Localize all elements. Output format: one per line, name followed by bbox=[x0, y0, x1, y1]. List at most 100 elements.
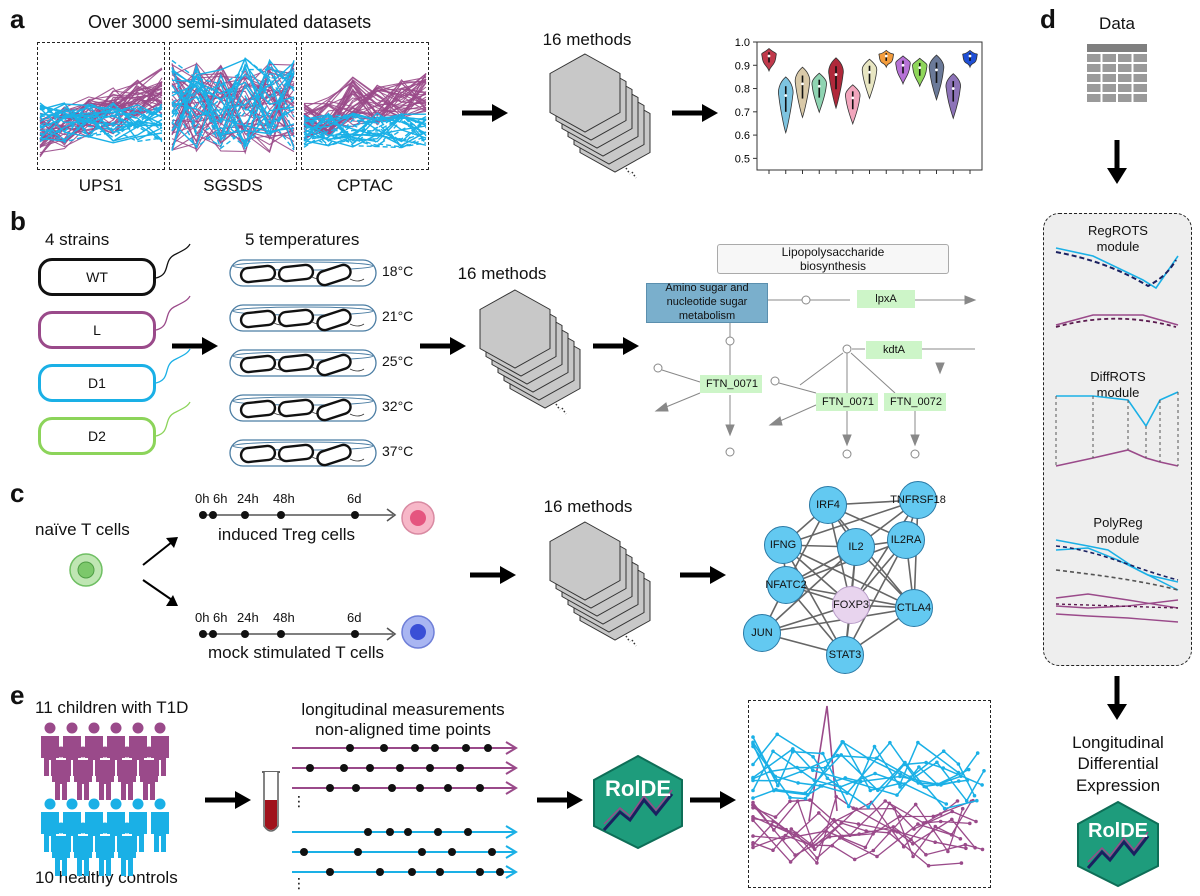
timepoint-dot bbox=[426, 764, 434, 772]
profile-point bbox=[821, 751, 825, 756]
profile-line bbox=[303, 80, 427, 116]
timepoint-dot bbox=[416, 784, 424, 792]
strains-label: 4 strains bbox=[45, 230, 110, 249]
gene-ftn-0071-b: FTN_0071 bbox=[816, 393, 878, 411]
profile-point bbox=[897, 814, 902, 819]
timepoint-dot bbox=[277, 511, 285, 519]
profile-point bbox=[965, 778, 970, 782]
table-cell bbox=[1087, 54, 1101, 62]
measurements-label-2: non-aligned time points bbox=[315, 720, 491, 739]
timepoint-dot bbox=[434, 828, 442, 836]
arrow-icon bbox=[205, 791, 251, 809]
profile-point bbox=[810, 843, 814, 847]
profile-point bbox=[938, 812, 943, 816]
profile-line bbox=[303, 82, 427, 141]
measurements-label-1: longitudinal measurements bbox=[301, 700, 505, 719]
violin-median bbox=[935, 68, 938, 72]
person-head bbox=[55, 822, 67, 834]
profile-line bbox=[171, 61, 295, 118]
timeline-arrowhead bbox=[386, 508, 397, 522]
modules-container bbox=[1043, 213, 1192, 666]
panel-letter-a: a bbox=[10, 4, 25, 34]
profile-line bbox=[39, 91, 163, 143]
rolde-logo-text: RolDE bbox=[605, 776, 671, 801]
bacterium bbox=[239, 309, 277, 329]
profile-point bbox=[959, 861, 964, 865]
timepoint-dot bbox=[241, 630, 249, 638]
profile-point bbox=[975, 751, 980, 755]
profile-line bbox=[171, 58, 295, 149]
profile-point bbox=[812, 847, 817, 851]
bacterium bbox=[316, 308, 352, 332]
ellipsis-mark bbox=[625, 635, 637, 647]
profile-point bbox=[825, 776, 830, 781]
profile-line bbox=[171, 96, 295, 135]
timepoint-dot bbox=[396, 764, 404, 772]
profile-line bbox=[303, 112, 427, 147]
module-diffrots-label: DiffROTS module bbox=[1090, 369, 1146, 400]
profile-line bbox=[171, 79, 295, 132]
profile-point bbox=[911, 854, 915, 859]
mock-cell-icon bbox=[401, 615, 435, 649]
arrow-icon bbox=[537, 791, 583, 809]
violin-median bbox=[884, 54, 888, 58]
data-table-icon bbox=[1087, 44, 1147, 102]
purple-profile bbox=[752, 800, 974, 838]
violin-median bbox=[918, 66, 922, 69]
profile-point bbox=[818, 784, 822, 788]
timeline-arrowhead bbox=[505, 741, 518, 755]
timepoint-dot bbox=[354, 848, 362, 856]
network-node-il2: IL2 bbox=[837, 528, 875, 566]
person-icon bbox=[151, 798, 169, 852]
panel-a-methods-label: 16 methods bbox=[542, 30, 632, 49]
timepoint-dot bbox=[388, 784, 396, 792]
profile-line bbox=[303, 115, 427, 148]
profile-point bbox=[873, 771, 877, 776]
strain-l: L bbox=[38, 311, 156, 349]
profile-point bbox=[789, 827, 794, 831]
timepoint-label: 6h bbox=[213, 610, 228, 625]
ellipsis-mark: ⋮ bbox=[292, 875, 306, 891]
strain-d1: D1 bbox=[38, 364, 156, 402]
timepoint-dot bbox=[366, 764, 374, 772]
bacterium-flagellum bbox=[349, 323, 365, 327]
profile-line bbox=[303, 112, 427, 129]
data-label: Data bbox=[1099, 14, 1135, 33]
profile-line bbox=[39, 102, 163, 144]
person-head bbox=[99, 822, 111, 834]
timepoint-dot bbox=[488, 848, 496, 856]
profile-point bbox=[771, 819, 775, 824]
timepoint-dot bbox=[351, 511, 359, 519]
table-cell bbox=[1118, 54, 1132, 62]
strain-name: D1 bbox=[88, 375, 106, 391]
arrow-icon bbox=[462, 104, 508, 122]
table-cell bbox=[1133, 94, 1147, 102]
profile-line bbox=[171, 71, 295, 119]
network-node-label: JUN bbox=[751, 627, 773, 639]
table-cell bbox=[1118, 74, 1132, 82]
person-body bbox=[151, 812, 169, 852]
profile-point bbox=[775, 732, 779, 737]
rolde-hexagon-icon bbox=[1077, 800, 1159, 888]
profile-point bbox=[845, 791, 849, 795]
profile-line bbox=[39, 107, 163, 136]
timepoint-label: 24h bbox=[237, 491, 259, 506]
profile-point bbox=[811, 755, 815, 759]
person-body bbox=[140, 760, 158, 800]
network-node-il2ra: IL2RA bbox=[887, 521, 925, 559]
healthy-controls-label: 10 healthy controls bbox=[35, 868, 178, 887]
profile-point bbox=[823, 766, 828, 770]
profile-line bbox=[303, 78, 427, 120]
module-plots bbox=[1055, 247, 1179, 623]
person-icon bbox=[96, 746, 114, 800]
profile-point bbox=[975, 798, 979, 803]
network-edge bbox=[850, 499, 919, 606]
pathway-amino-box: Amino sugar and nucleotide sugar metabol… bbox=[646, 282, 768, 323]
bacterium bbox=[316, 443, 352, 467]
dataset-plot-cptac bbox=[301, 42, 429, 170]
strain-name: L bbox=[93, 322, 101, 338]
profile-point bbox=[795, 765, 799, 770]
profile-point bbox=[968, 821, 972, 826]
profile-point bbox=[938, 819, 943, 824]
temperature-label: 18°C bbox=[382, 263, 414, 279]
